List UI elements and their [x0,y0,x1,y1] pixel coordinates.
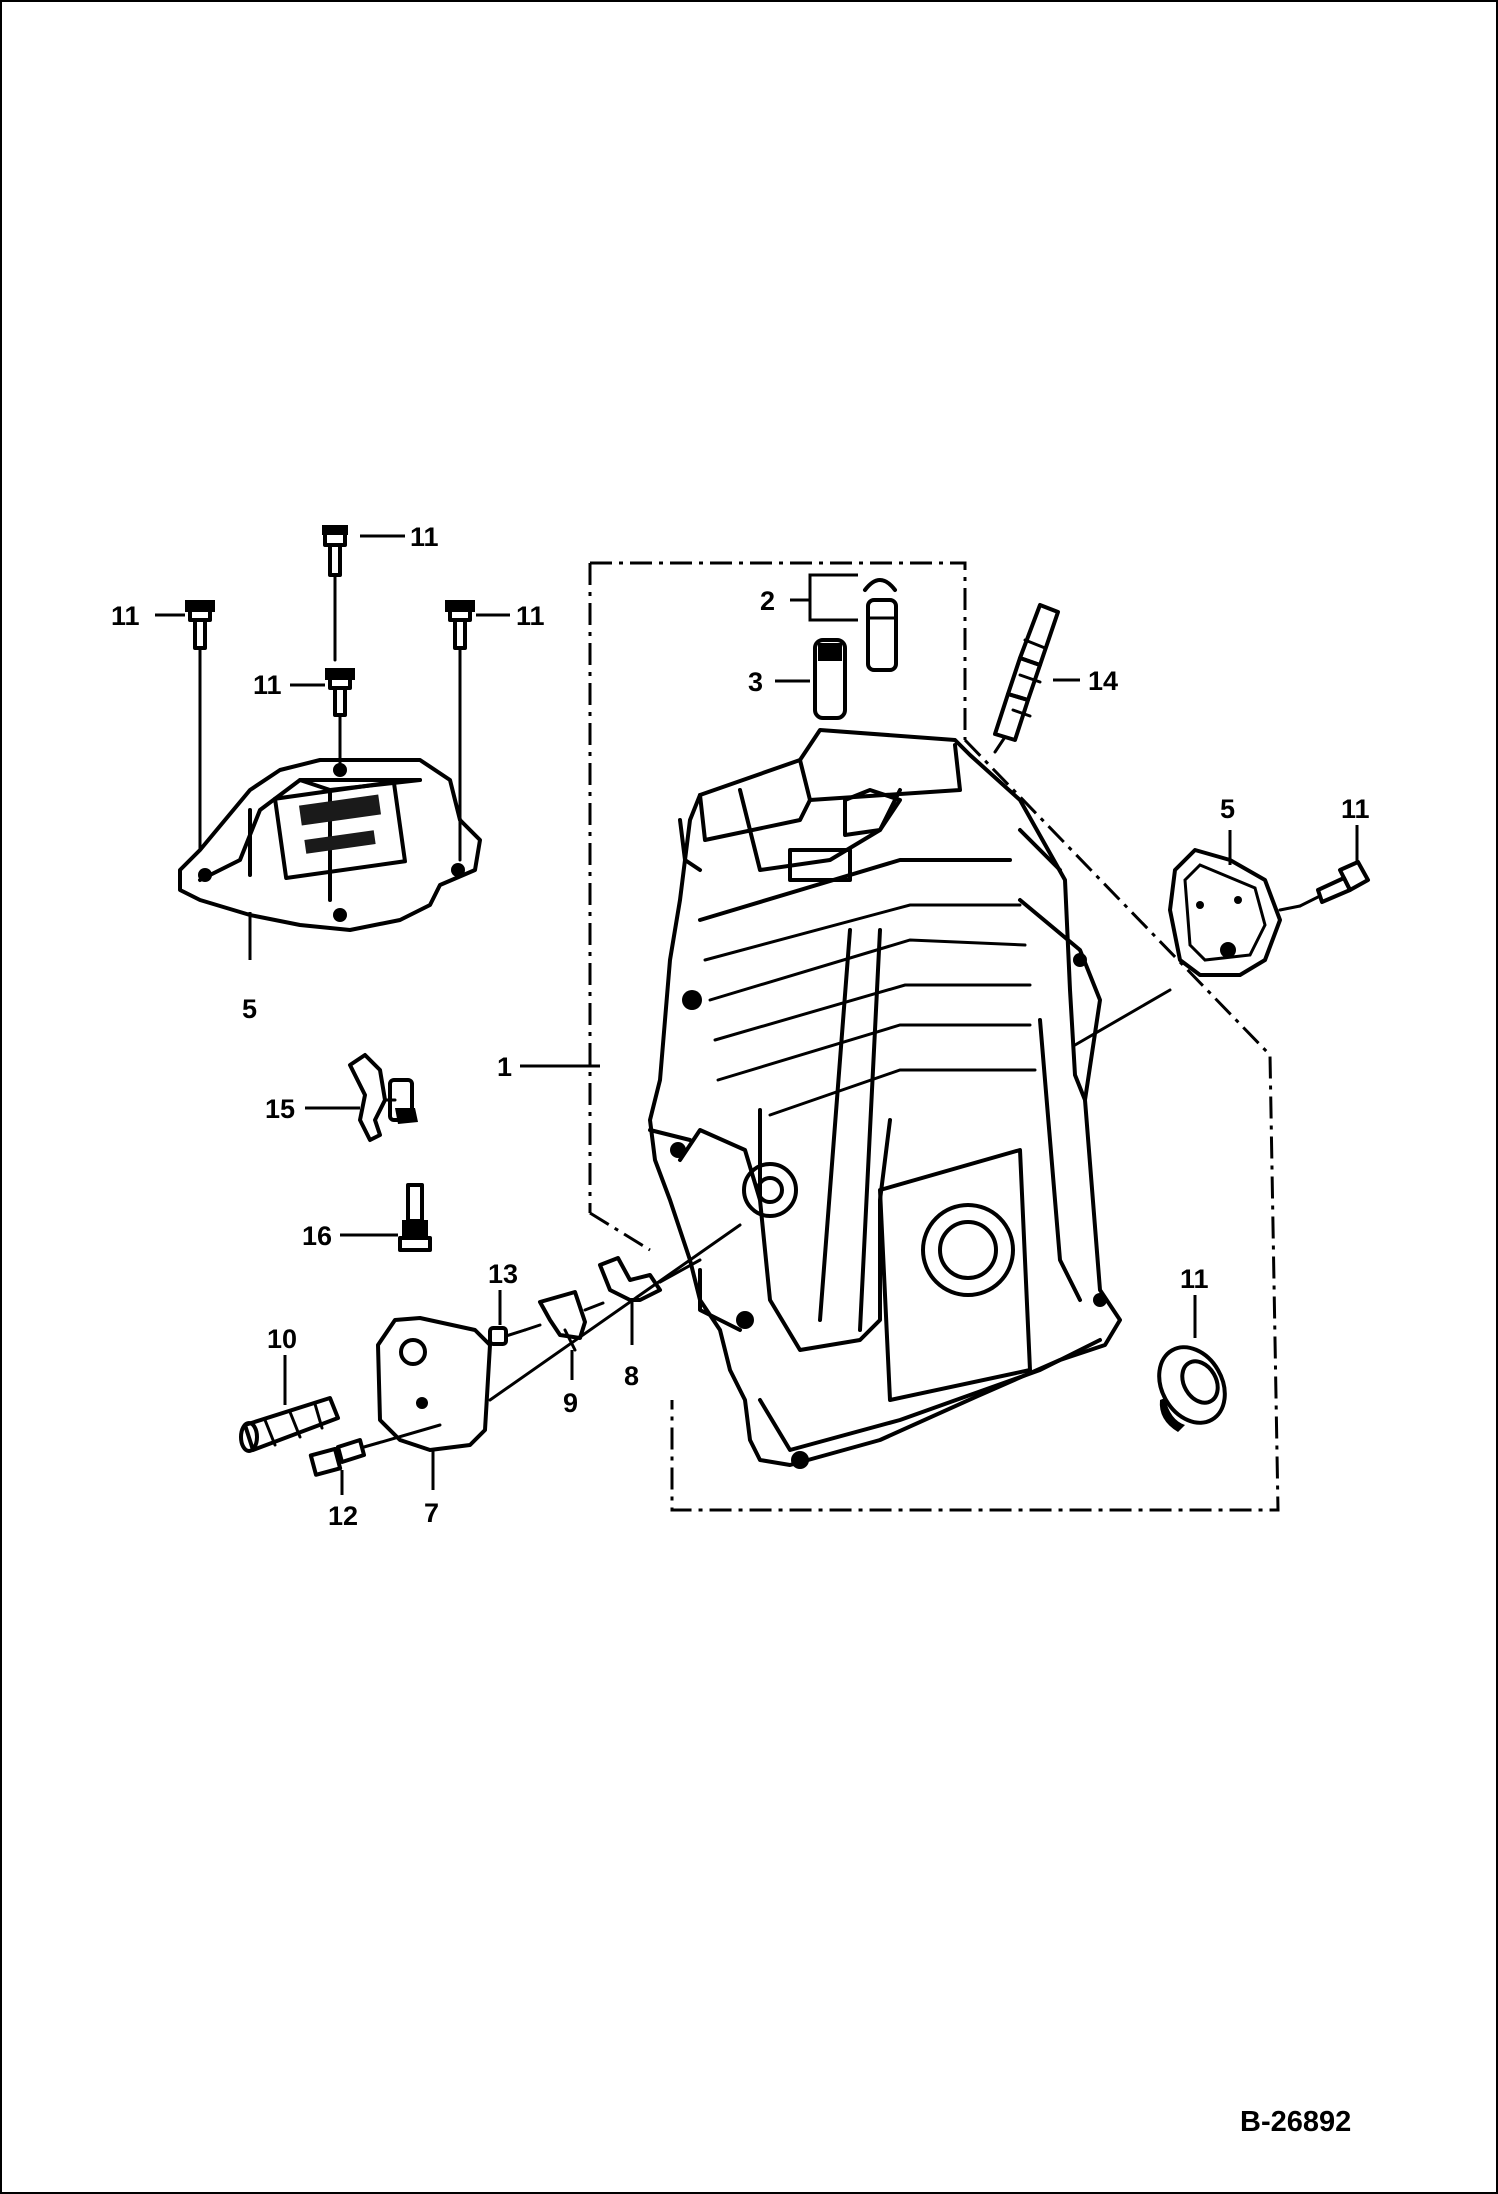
side-gasket-right [1168,848,1282,977]
callout-11-bottom: 12 [328,1501,358,1531]
bolt-11-far-right [1298,860,1370,908]
breather-cover [376,1316,492,1452]
valve-cap-part-2 [863,578,898,672]
callout-2: 2 [760,586,775,616]
callout-11-top: 11 [410,522,439,552]
callout-11-far-right: 11 [1341,794,1370,824]
callout-9: 9 [563,1388,578,1418]
bolt-16 [398,1183,432,1252]
callout-12: 11 [1180,1264,1209,1294]
callout-10: 10 [267,1324,297,1354]
callout-5-cover: 5 [242,994,257,1024]
callout-labels: 11 11 11 11 5 2 3 14 5 11 1 15 16 13 9 8… [111,522,1370,1531]
governor-arm [348,1053,418,1142]
callout-11-right: 11 [516,601,545,631]
valve-pin-part-3 [813,638,847,720]
reed-valve-8 [598,1256,662,1302]
plate-9 [538,1290,587,1352]
bolt-13 [488,1326,527,1346]
callout-1: 1 [497,1052,512,1082]
bolt-11-mid [325,668,355,767]
callout-16: 16 [302,1221,332,1251]
callout-11-left: 11 [111,601,140,631]
callout-15: 15 [265,1094,295,1124]
callout-13: 13 [488,1259,518,1289]
callout-7: 7 [424,1498,439,1528]
bolt-11-top [322,525,348,662]
bolt-11-right [445,600,475,862]
assembly-lines [376,904,1302,1445]
valve-cover [178,758,482,932]
bolt-11-bottom [308,1438,380,1477]
callout-14: 14 [1088,666,1118,696]
cylinder-block [648,728,1122,1469]
breather-tube [239,1396,340,1453]
callout-5-side: 5 [1220,794,1235,824]
spark-plug [993,603,1060,754]
group-boundary-lines [588,561,1280,1512]
bolt-11-left [185,600,215,852]
leader-lines [155,534,1359,1495]
reference-code: B-26892 [1240,2106,1351,2138]
callout-11-mid: 11 [253,670,282,700]
callout-8: 8 [624,1361,639,1391]
oil-seal [1157,1345,1227,1432]
callout-3: 3 [748,667,763,697]
